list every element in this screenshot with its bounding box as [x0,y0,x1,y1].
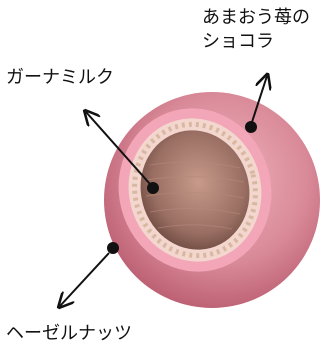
label-amaou-strawberry-chocolat: あまおう苺の ショコラ [202,6,310,54]
label-amaou-line1: あまおう苺の [202,6,310,30]
chocolate-sphere [100,91,320,308]
label-amaou-line2: ショコラ [202,30,310,54]
dot-marker-icon [245,121,257,133]
label-ganache-milk: ガーナミルク [6,66,114,90]
label-hazelnut-text: ヘーゼルナッツ [6,322,132,346]
arrow-icon [60,253,109,306]
label-ganache-text: ガーナミルク [6,66,114,90]
dot-marker-icon [107,242,119,254]
label-hazelnut: ヘーゼルナッツ [6,322,132,346]
